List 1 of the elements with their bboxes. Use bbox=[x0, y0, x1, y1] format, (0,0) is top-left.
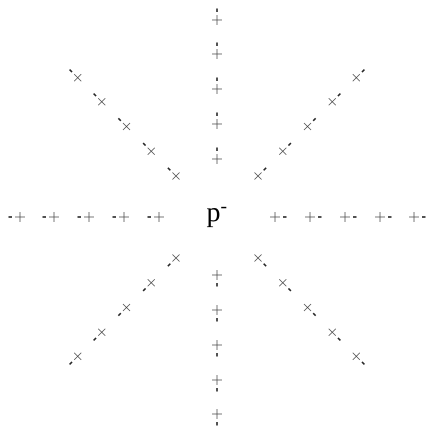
ion-label: p$^{-}$ bbox=[206, 206, 226, 228]
